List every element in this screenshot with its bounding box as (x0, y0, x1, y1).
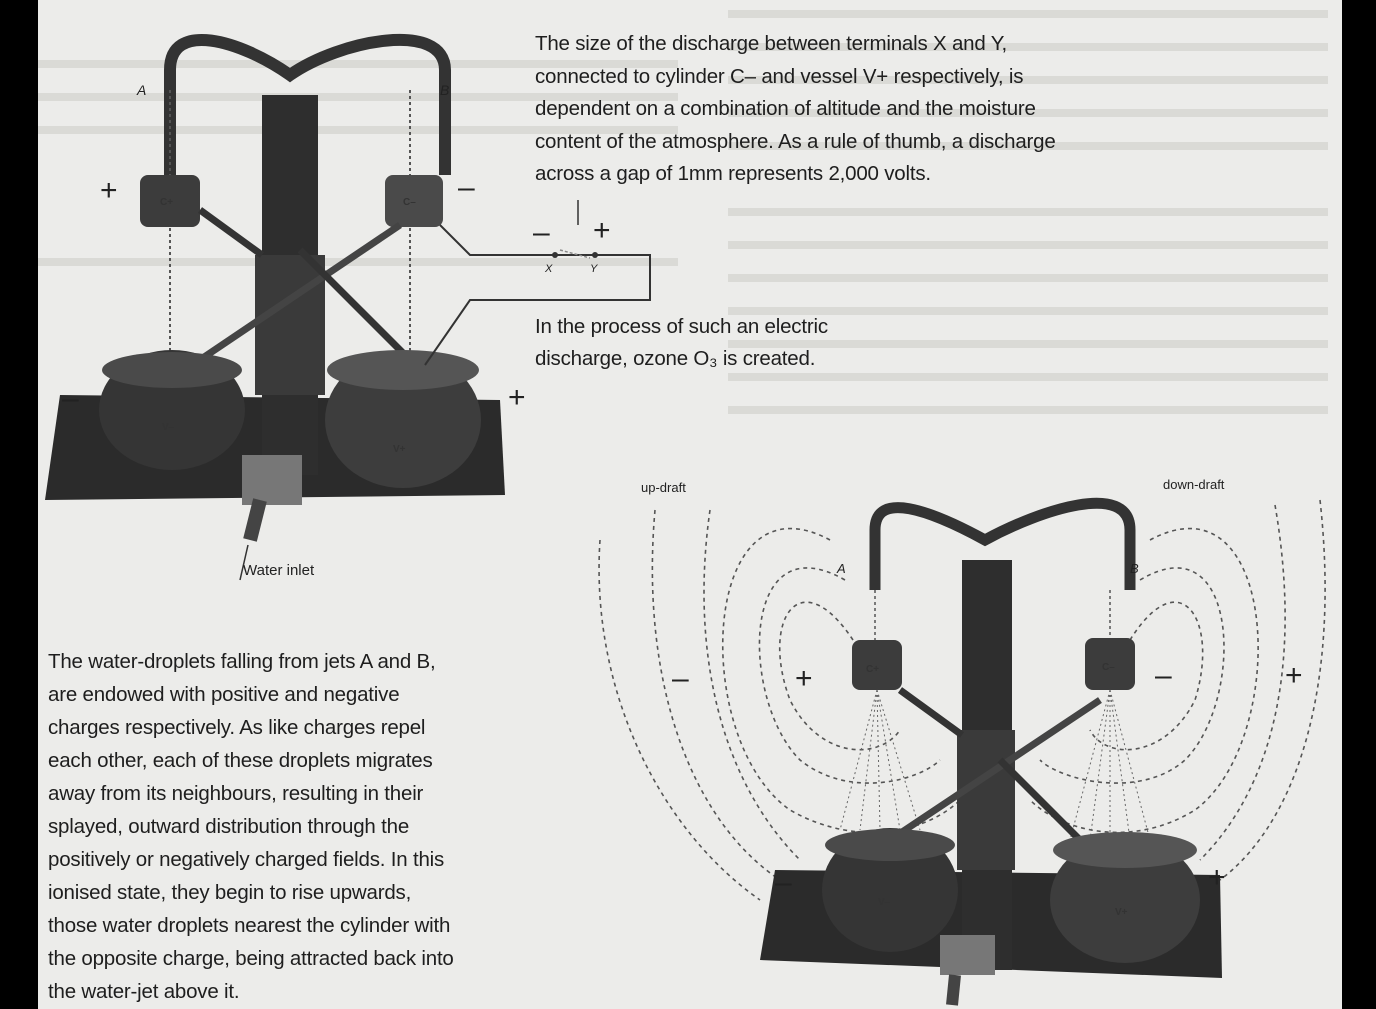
droplets-paragraph: The water-droplets falling from jets A a… (48, 645, 454, 1008)
plus-sign: + (1285, 659, 1303, 692)
text-line: The size of the discharge between termin… (535, 32, 1008, 55)
text-line: content of the atmosphere. As a rule of … (535, 129, 1056, 153)
jet-a-label: A (136, 82, 146, 98)
vessel-neg-label: V– (878, 897, 891, 908)
text-line: The water-droplets falling from jets A a… (48, 650, 436, 673)
cylinder-c-minus (385, 175, 443, 227)
terminal-y-label: Y (590, 263, 598, 275)
figure-kelvin-apparatus-circuit: A B C+ C– V– V+ + – – + – + X Y Water in… (45, 33, 651, 581)
minus-sign: – (62, 382, 79, 415)
field-lines (598, 499, 1326, 901)
text-line: ionised state, they begin to rise upward… (48, 881, 412, 904)
jet-a-label: A (836, 561, 846, 576)
text-line: In the process of such an electric (535, 315, 828, 338)
bleed-through-text (38, 10, 1328, 414)
water-pipe-arch (869, 497, 1136, 590)
cyl-pos-label: C+ (866, 664, 879, 675)
plus-sign: + (593, 214, 611, 247)
cylinder-c-plus (852, 640, 902, 690)
vessel-neg-label: V– (162, 422, 175, 433)
cyl-pos-label: C+ (160, 197, 173, 208)
vessel-pos-label: V+ (393, 444, 406, 455)
text-line: are endowed with positive and negative (48, 683, 400, 706)
text-line: positively or negatively charged fields.… (48, 848, 445, 871)
figure-kelvin-apparatus-field: up-draft down-draft A B C+ C– V– V+ – + … (598, 477, 1326, 1006)
water-pipe-arch (164, 33, 451, 175)
down-draft-label: down-draft (1163, 477, 1225, 492)
jet-b-label: B (440, 82, 449, 98)
text-line: across a gap of 1mm represents 2,000 vol… (535, 162, 931, 185)
plus-sign: + (795, 662, 813, 695)
text-line: the opposite charge, being attracted bac… (48, 947, 454, 970)
jet-b-label: B (1130, 561, 1139, 576)
vessel-v-plus (1050, 837, 1200, 963)
cylinder-c-plus (140, 175, 200, 227)
minus-sign: – (1155, 659, 1172, 692)
text-line: each other, each of these droplets migra… (48, 749, 433, 772)
minus-sign: – (458, 171, 475, 204)
text-line: splayed, outward distribution through th… (48, 815, 410, 838)
text-line: those water droplets nearest the cylinde… (48, 914, 451, 937)
minus-sign: – (533, 216, 550, 249)
plus-sign: + (508, 381, 526, 414)
vessel-pos-label: V+ (1115, 907, 1128, 918)
text-line: discharge, ozone O₃ is created. (535, 347, 816, 370)
text-line: dependent on a combination of altitude a… (535, 97, 1036, 120)
text-line: away from its neighbours, resulting in t… (48, 782, 424, 805)
plus-sign: + (1208, 861, 1226, 894)
vessel-v-minus (822, 828, 958, 952)
up-draft-label: up-draft (641, 480, 686, 495)
circuit-wire (424, 224, 651, 366)
terminal-x-label: X (544, 263, 553, 275)
minus-sign: – (775, 866, 792, 899)
plus-sign: + (100, 174, 118, 207)
droplet-spray (839, 689, 1151, 841)
text-line: connected to cylinder C– and vessel V+ r… (535, 64, 1024, 88)
text-line: charges respectively. As like charges re… (48, 716, 426, 739)
minus-sign: – (672, 662, 689, 695)
water-inlet-label: Water inlet (243, 562, 315, 579)
ozone-paragraph: In the process of such an electric disch… (535, 311, 828, 375)
cyl-neg-label: C– (403, 197, 416, 208)
text-line: the water-jet above it. (48, 980, 240, 1003)
cyl-neg-label: C– (1102, 662, 1115, 673)
discharge-paragraph: The size of the discharge between termin… (535, 28, 1056, 191)
cylinder-c-minus (1085, 638, 1135, 690)
